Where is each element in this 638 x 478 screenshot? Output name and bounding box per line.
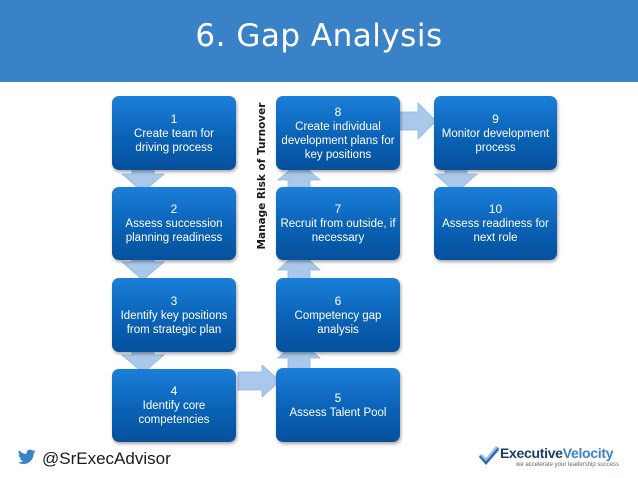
page-title: 6. Gap Analysis: [195, 18, 443, 54]
twitter-handle: @SrExecAdvisor: [42, 449, 171, 468]
twitter-bird-icon: [18, 449, 36, 464]
step-box-4: 4 Identify core competencies: [112, 369, 236, 442]
step-box-6: 6 Competency gap analysis: [276, 278, 400, 352]
checkmark-logo-icon: [479, 446, 499, 465]
step-number: 2: [170, 202, 178, 216]
logo-tagline: we accelerate your leadership success: [516, 462, 620, 468]
step-box-3: 3 Identify key positions from strategic …: [112, 278, 236, 352]
step-number: 8: [334, 104, 342, 119]
step-number: 6: [334, 293, 342, 308]
executive-velocity-logo: ExecutiveVelocity we accelerate your lea…: [478, 444, 628, 474]
step-text: Recruit from outside, if necessary: [280, 218, 396, 244]
step-box-9: 9 Monitor development process: [434, 96, 557, 170]
step-number: 3: [170, 293, 178, 308]
step-text: Assess readiness for next role: [442, 218, 549, 244]
step-box-1: 1 Create team for driving process: [112, 96, 236, 170]
step-text: Identify key positions from strategic pl…: [120, 309, 228, 336]
side-label: Manage Risk of Turnover: [256, 102, 268, 250]
step-box-5: 5 Assess Talent Pool: [276, 368, 400, 442]
step-number: 4: [170, 384, 178, 398]
step-text: Identify core competencies: [138, 400, 210, 426]
logo-name: ExecutiveVelocity: [500, 445, 614, 461]
step-text: Monitor development process: [441, 127, 550, 154]
step-number: 5: [334, 390, 342, 405]
step-number: 9: [492, 111, 499, 126]
step-number: 7: [334, 202, 342, 216]
arrow-4-to-5: [237, 364, 281, 398]
step-box-2: 2 Assess succession planning readiness: [112, 187, 236, 260]
step-text: Competency gap analysis: [294, 309, 382, 336]
step-box-8: 8 Create individual development plans fo…: [276, 96, 400, 170]
step-number: 1: [170, 111, 178, 126]
step-text: Assess succession planning readiness: [125, 218, 223, 244]
header-bar: [0, 0, 638, 82]
step-number: 10: [488, 202, 503, 216]
step-text: Assess Talent Pool: [289, 406, 387, 419]
step-box-10: 10 Assess readiness for next role: [434, 187, 557, 260]
step-text: Create individual development plans for …: [281, 120, 395, 161]
step-box-7: 7 Recruit from outside, if necessary: [276, 187, 400, 260]
step-text: Create team for driving process: [134, 127, 214, 154]
